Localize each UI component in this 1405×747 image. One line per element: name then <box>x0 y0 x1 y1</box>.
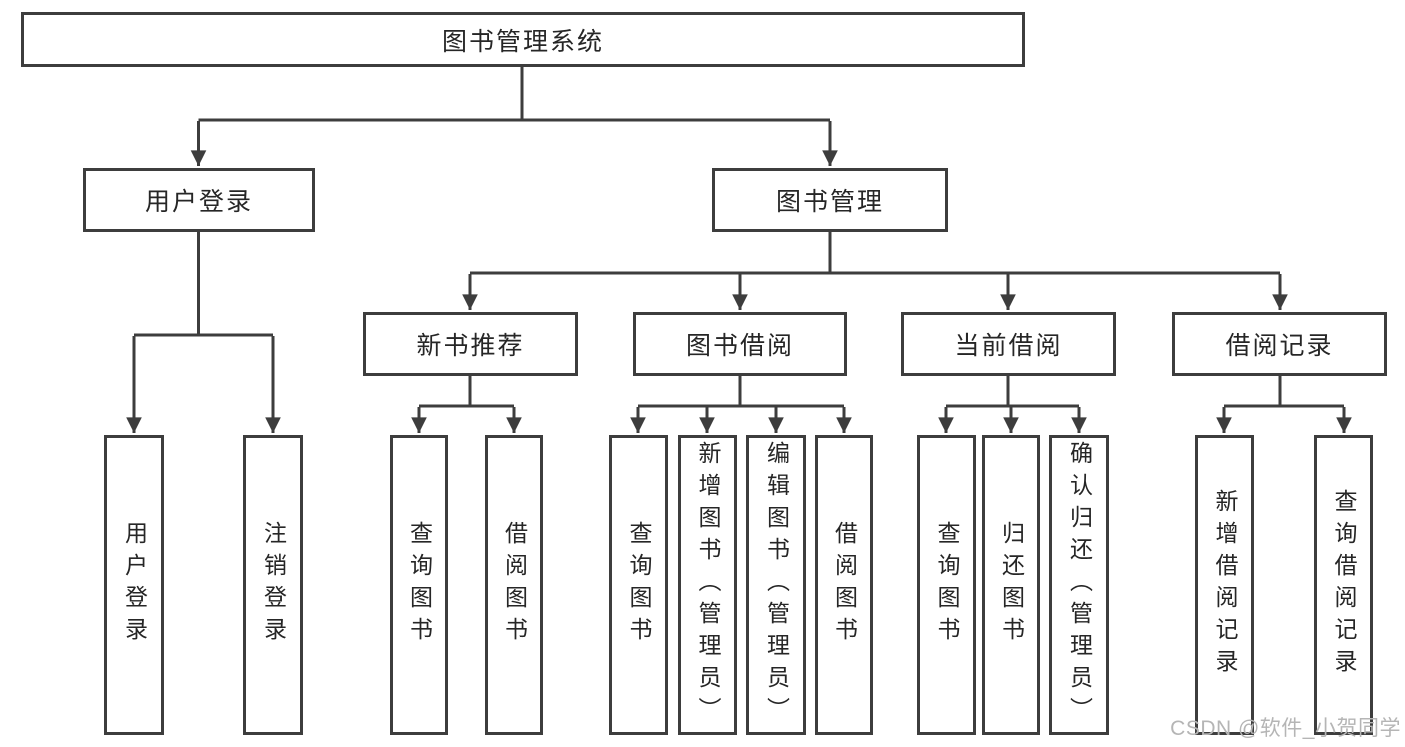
node-leaf-borrow-books-1: 借阅图书 <box>485 435 543 735</box>
leaf-label: 注销登录 <box>260 521 287 649</box>
node-leaf-query-books-3: 查询图书 <box>917 435 976 735</box>
leaf-label: 查询图书 <box>626 521 652 649</box>
node-borrow-records: 借阅记录 <box>1172 312 1387 376</box>
leaf-label: 借阅图书 <box>831 521 858 649</box>
node-leaf-confirm-return-admin: 确认归还（管理员） <box>1049 435 1109 735</box>
leaf-label: 新增借阅记录 <box>1212 489 1238 681</box>
node-leaf-add-books-admin: 新增图书（管理员） <box>678 435 737 735</box>
leaf-label: 用户登录 <box>121 521 148 649</box>
node-book-management: 图书管理 <box>712 168 948 232</box>
leaf-label: 编辑图书（管理员） <box>763 441 790 729</box>
leaf-label: 新增图书（管理员） <box>695 441 721 729</box>
node-leaf-return-books: 归还图书 <box>982 435 1040 735</box>
leaf-label: 归还图书 <box>998 521 1025 649</box>
csdn-watermark: CSDN @软件_小贺同学 <box>1170 717 1401 740</box>
node-leaf-add-borrow-record: 新增借阅记录 <box>1195 435 1254 735</box>
node-leaf-edit-books-admin: 编辑图书（管理员） <box>746 435 806 735</box>
node-leaf-query-borrow-record: 查询借阅记录 <box>1314 435 1373 735</box>
node-leaf-query-books-2: 查询图书 <box>609 435 668 735</box>
node-book-borrow: 图书借阅 <box>633 312 847 376</box>
leaf-label: 查询借阅记录 <box>1331 489 1357 681</box>
node-leaf-borrow-books-2: 借阅图书 <box>815 435 873 735</box>
leaf-label: 查询图书 <box>934 521 960 649</box>
node-current-borrow: 当前借阅 <box>901 312 1116 376</box>
leaf-label: 借阅图书 <box>501 521 528 649</box>
node-leaf-query-books-1: 查询图书 <box>390 435 448 735</box>
node-leaf-user-login: 用户登录 <box>104 435 164 735</box>
node-user-login: 用户登录 <box>83 168 315 232</box>
leaf-label: 查询图书 <box>406 521 433 649</box>
leaf-label: 确认归还（管理员） <box>1066 441 1093 729</box>
node-leaf-logout: 注销登录 <box>243 435 303 735</box>
node-root-library-system: 图书管理系统 <box>21 12 1025 67</box>
node-new-book-recommend: 新书推荐 <box>363 312 578 376</box>
